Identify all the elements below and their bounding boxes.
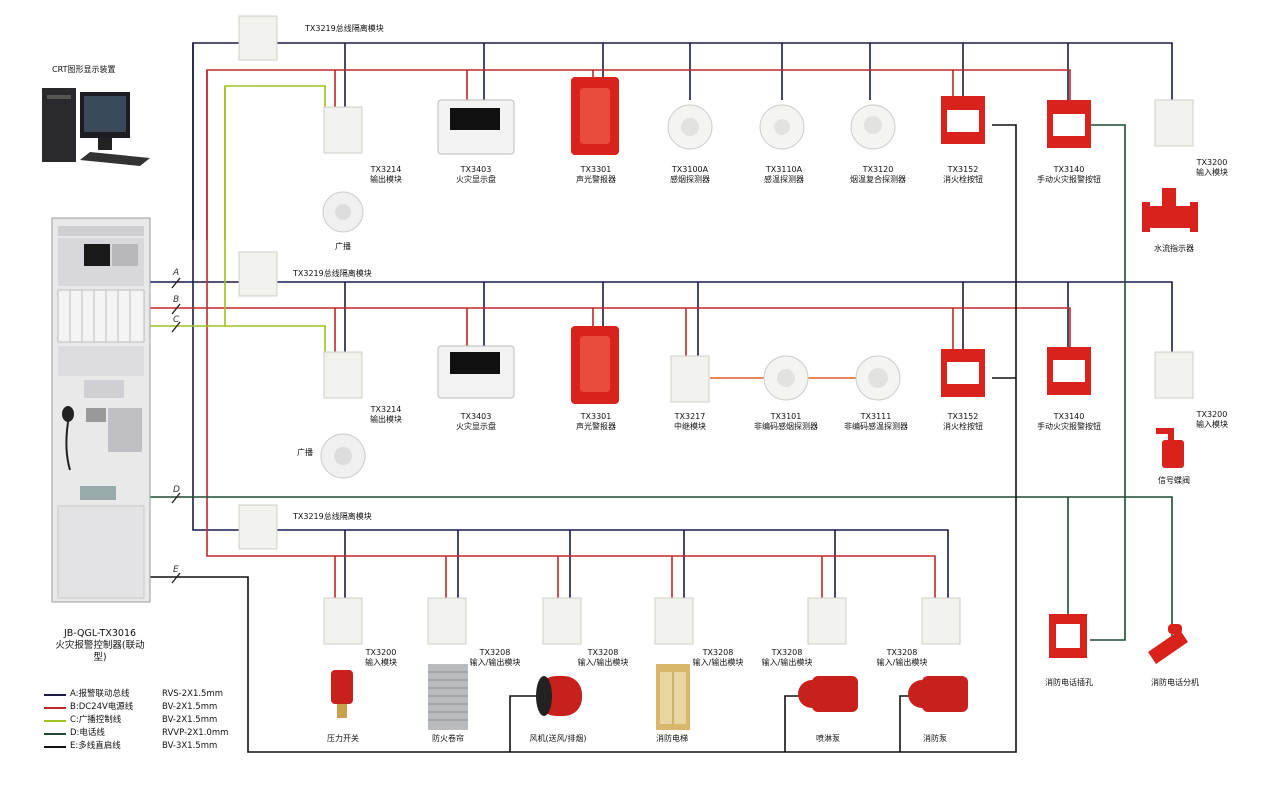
- phone-extension-icon: [1148, 624, 1188, 664]
- device-label: 喷淋泵: [816, 734, 840, 743]
- water-flow-indicator-icon: [1142, 188, 1198, 232]
- device-label: 消防电梯: [656, 734, 688, 743]
- line-letter-d: D: [173, 485, 180, 495]
- device-label: 广播: [335, 242, 351, 251]
- device-label: 信号蝶阀: [1158, 476, 1190, 485]
- fire-shutter-icon: [428, 664, 468, 730]
- fan-icon: [536, 676, 582, 716]
- device-label: 水流指示器: [1154, 244, 1194, 253]
- device-label: 消防泵: [923, 734, 947, 743]
- sprinkler-pump-icon: [798, 676, 858, 712]
- device-label: 防火卷帘: [432, 734, 464, 743]
- device-label: 消防电话分机: [1151, 678, 1199, 687]
- line-letter-b: B: [173, 295, 180, 305]
- device-label: 消防电话插孔: [1045, 678, 1093, 687]
- input-output-module-icon: [654, 597, 694, 645]
- input-output-module-icon: [542, 597, 582, 645]
- controller-model: JB-QGL-TX3016: [63, 628, 137, 639]
- signal-butterfly-valve-icon: [1156, 428, 1184, 468]
- isolator-label-low: TX3219总线隔离模块: [293, 512, 372, 521]
- input-module-icon: [1154, 351, 1194, 399]
- line-letter-e: E: [173, 565, 179, 575]
- output-module-icon: [323, 351, 363, 399]
- crt-label: CRT图形显示装置: [52, 65, 116, 74]
- device-label: 广播: [297, 448, 313, 457]
- phone-line-d: [150, 124, 1173, 641]
- isolator-module-icon: [238, 251, 278, 297]
- input-module-icon: [323, 597, 363, 645]
- controller-title: JB-QGL-TX3016 火灾报警控制器(联动型): [52, 628, 148, 664]
- device-label: 风机(送风/排烟): [529, 734, 587, 743]
- legend-swatch: [44, 745, 66, 748]
- isolator-module-icon: [238, 15, 278, 61]
- relay-module-icon: [670, 355, 710, 403]
- fire-pump-icon: [908, 676, 968, 712]
- power-line-b: [150, 69, 1071, 598]
- legend-swatch: [44, 706, 66, 709]
- isolator-module-icon: [238, 504, 278, 550]
- input-module-icon: [1154, 99, 1194, 147]
- legend-swatch: [44, 719, 66, 722]
- broadcast-line-c: [150, 85, 326, 352]
- input-output-module-icon: [427, 597, 467, 645]
- device-label: 压力开关: [327, 734, 359, 743]
- bus-line-a: [150, 42, 1173, 598]
- input-output-module-icon: [807, 597, 847, 645]
- isolator-label-mid: TX3219总线隔离模块: [293, 269, 372, 278]
- input-output-module-icon: [921, 597, 961, 645]
- crt-computer-icon: [42, 88, 150, 166]
- output-module-icon: [323, 106, 363, 154]
- line-letter-c: C: [173, 315, 180, 325]
- legend-swatch: [44, 732, 66, 735]
- controller-name: 火灾报警控制器(联动型): [55, 640, 145, 663]
- pressure-switch-icon: [331, 670, 353, 718]
- controller-cabinet-icon: [51, 217, 151, 603]
- legend-swatch: [44, 693, 66, 696]
- isolator-label-top: TX3219总线隔离模块: [305, 24, 384, 33]
- fire-elevator-icon: [656, 664, 690, 730]
- line-letter-a: A: [173, 268, 180, 278]
